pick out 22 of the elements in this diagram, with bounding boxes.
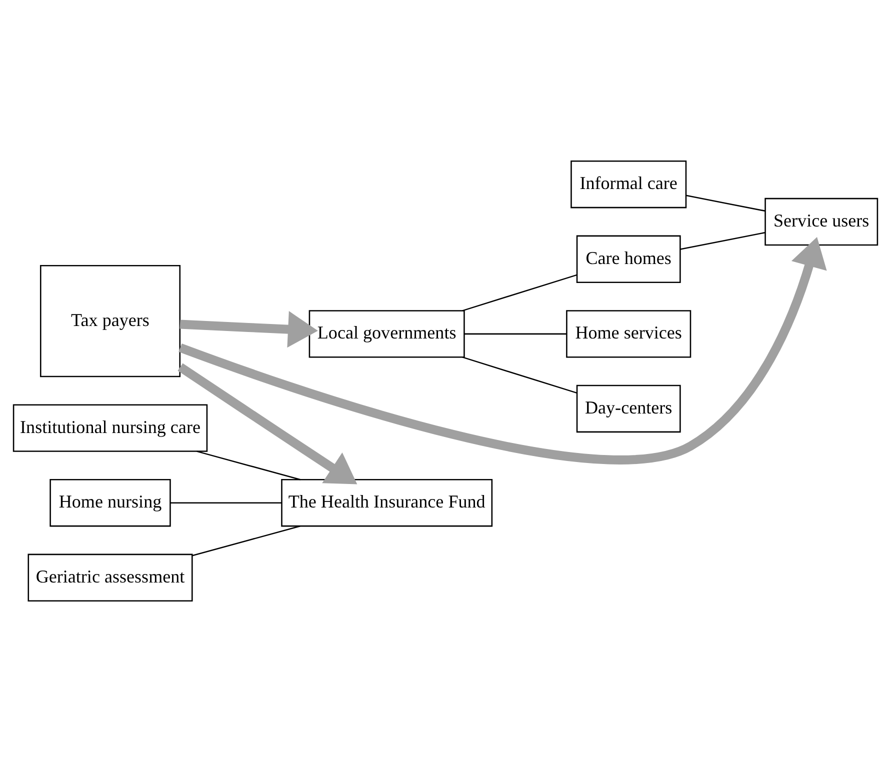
node-box: Home services xyxy=(566,310,692,358)
connector xyxy=(196,450,301,480)
node-box: Institutional nursing care xyxy=(12,404,208,452)
connector xyxy=(464,333,566,335)
connector xyxy=(192,526,300,556)
node-box: Home nursing xyxy=(50,479,171,527)
node-box: Geriatric assessment xyxy=(28,554,193,602)
node-box: Tax payers xyxy=(40,264,181,378)
node-box: The Health Insurance Fund xyxy=(281,479,493,527)
arrow xyxy=(178,363,358,484)
arrow xyxy=(180,311,318,348)
connector xyxy=(680,232,766,250)
connector xyxy=(170,502,282,504)
node-box: Local governments xyxy=(308,310,465,358)
node-box: Service users xyxy=(764,198,878,246)
node-box: Day-centers xyxy=(576,384,681,433)
node-box: Informal care xyxy=(570,160,687,208)
node-box: Care homes xyxy=(576,235,681,283)
connector xyxy=(686,194,766,212)
arrow xyxy=(178,237,827,464)
connector xyxy=(462,274,578,312)
connector xyxy=(462,356,578,394)
